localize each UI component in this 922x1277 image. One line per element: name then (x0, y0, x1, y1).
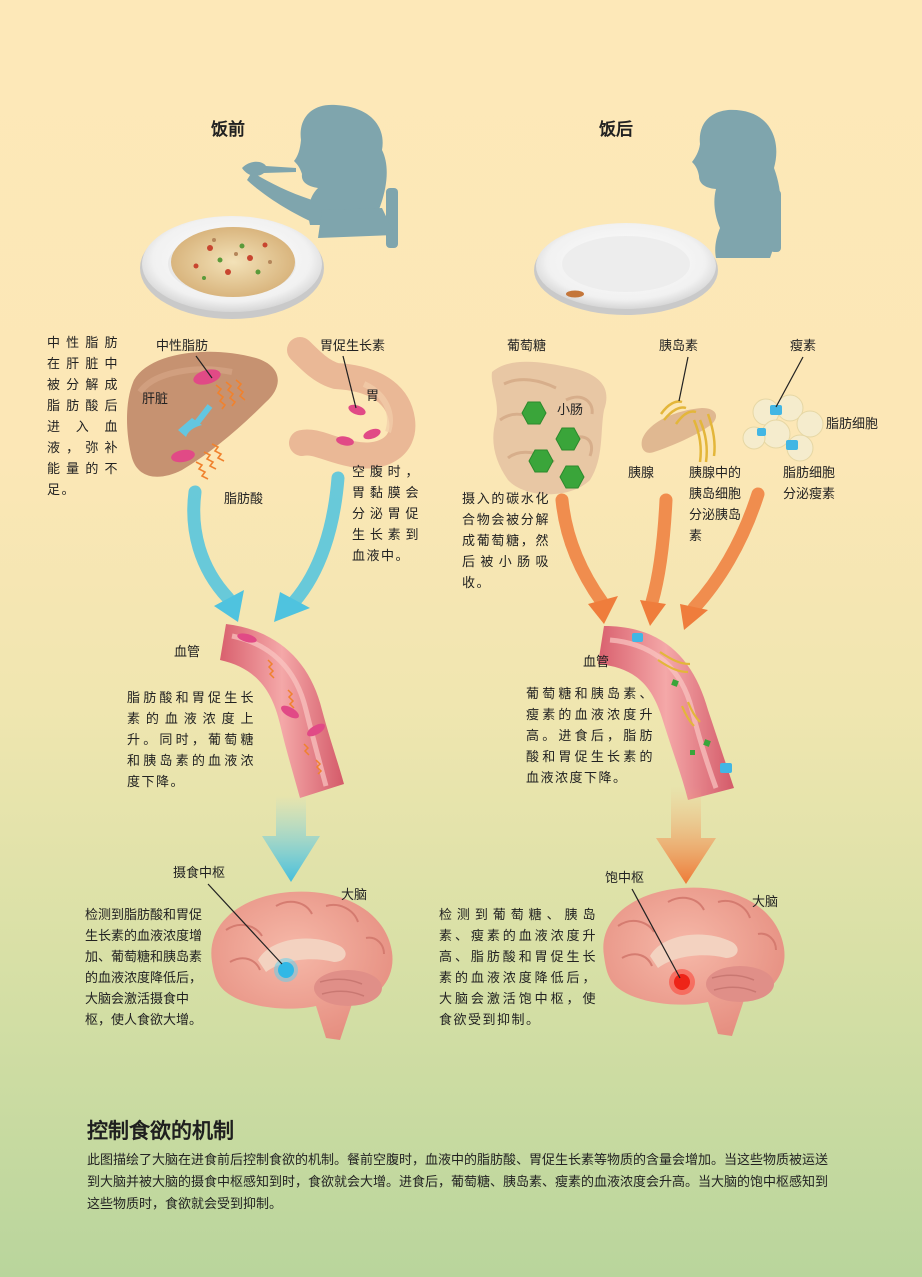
plate-fried-rice (140, 216, 324, 319)
stomach-illustration (287, 337, 416, 469)
caption-text: 此图描绘了大脑在进食前后控制食欲的机制。餐前空腹时，血液中的脂肪酸、胃促生长素等… (87, 1153, 829, 1212)
satiety-arrowhead-3 (680, 604, 708, 630)
brain-left (211, 891, 393, 1040)
liver-label: 肝脏 (142, 392, 169, 407)
pancreas-label: 胰腺 (628, 466, 655, 481)
intestine-label: 小肠 (557, 403, 584, 418)
hunger-arrow-to-brain (262, 796, 320, 882)
blood-vessel-right (598, 626, 734, 800)
glucose-label: 葡萄糖 (507, 339, 547, 354)
pancreas-description: 胰腺中的胰岛细胞分泌胰岛素 (689, 466, 742, 544)
fatty-acid-label: 脂肪酸 (224, 492, 264, 507)
leptin-label: 瘦素 (790, 339, 817, 354)
stomach-description: 空腹时，胃黏膜会分泌胃促生长素到血液中。 (352, 465, 420, 564)
hunger-arrows (187, 471, 345, 609)
stomach-label: 胃 (366, 389, 380, 404)
intestine-description: 摄入的碳水化合物会被分解成葡萄糖，然后被小肠吸收。 (462, 492, 550, 591)
brain-label-left: 大脑 (341, 888, 368, 903)
vessel-description-right: 葡萄糖和胰岛素、瘦素的血液浓度升高。进食后，脂肪酸和胃促生长素的血液浓度下降。 (526, 687, 654, 786)
fatcell-label: 脂肪细胞 (826, 417, 879, 432)
fat-description: 中性脂肪在肝脏中被分解成脂肪酸后进入血液，弥补能量的不足。 (47, 336, 119, 498)
brain-description-right: 检测到葡萄糖、胰岛素、瘦素的血液浓度升高、脂肪酸和胃促生长素的血液浓度降低后，大… (439, 908, 597, 1028)
leader-lines (195, 355, 804, 979)
person-full-silhouette (692, 109, 781, 259)
caption-title: 控制食欲的机制 (87, 1119, 234, 1143)
heading-before: 饭前 (211, 120, 245, 140)
satiety-center-label: 饱中枢 (605, 871, 645, 886)
fat-label: 中性脂肪 (156, 339, 209, 354)
vessel-description-left: 脂肪酸和胃促生长素的血液浓度上升。同时，葡萄糖和胰岛素的血液浓度下降。 (127, 691, 255, 790)
brain-label-right: 大脑 (752, 895, 779, 910)
person-eating-silhouette (242, 104, 398, 248)
hunger-arrowhead-right (274, 592, 310, 622)
liver-illustration (127, 351, 278, 480)
brain-description-left: 检测到脂肪酸和胃促生长素的血液浓度增加、葡萄糖和胰岛素的血液浓度降低后，大脑会激… (85, 908, 203, 1028)
plate-empty (534, 223, 718, 315)
satiety-arrowhead-1 (588, 596, 618, 624)
satiety-arrowhead-2 (640, 600, 666, 626)
vessel-label-right: 血管 (583, 655, 610, 670)
feeding-center-label: 摄食中枢 (173, 866, 226, 881)
hunger-arrowhead-left (214, 590, 244, 622)
pancreas-illustration (641, 400, 717, 463)
fat-cells-illustration (742, 394, 824, 462)
vessel-label-left: 血管 (174, 645, 201, 660)
heading-after: 饭后 (599, 120, 633, 140)
brain-right (603, 887, 785, 1036)
insulin-label: 胰岛素 (659, 339, 699, 354)
small-intestine-illustration (491, 361, 607, 495)
fatcell-description: 脂肪细胞分泌瘦素 (783, 466, 836, 502)
ghrelin-label: 胃促生长素 (320, 339, 386, 354)
satiety-arrows (555, 487, 765, 615)
satiety-arrow-to-brain (656, 786, 716, 884)
blood-vessel-left (220, 624, 344, 798)
